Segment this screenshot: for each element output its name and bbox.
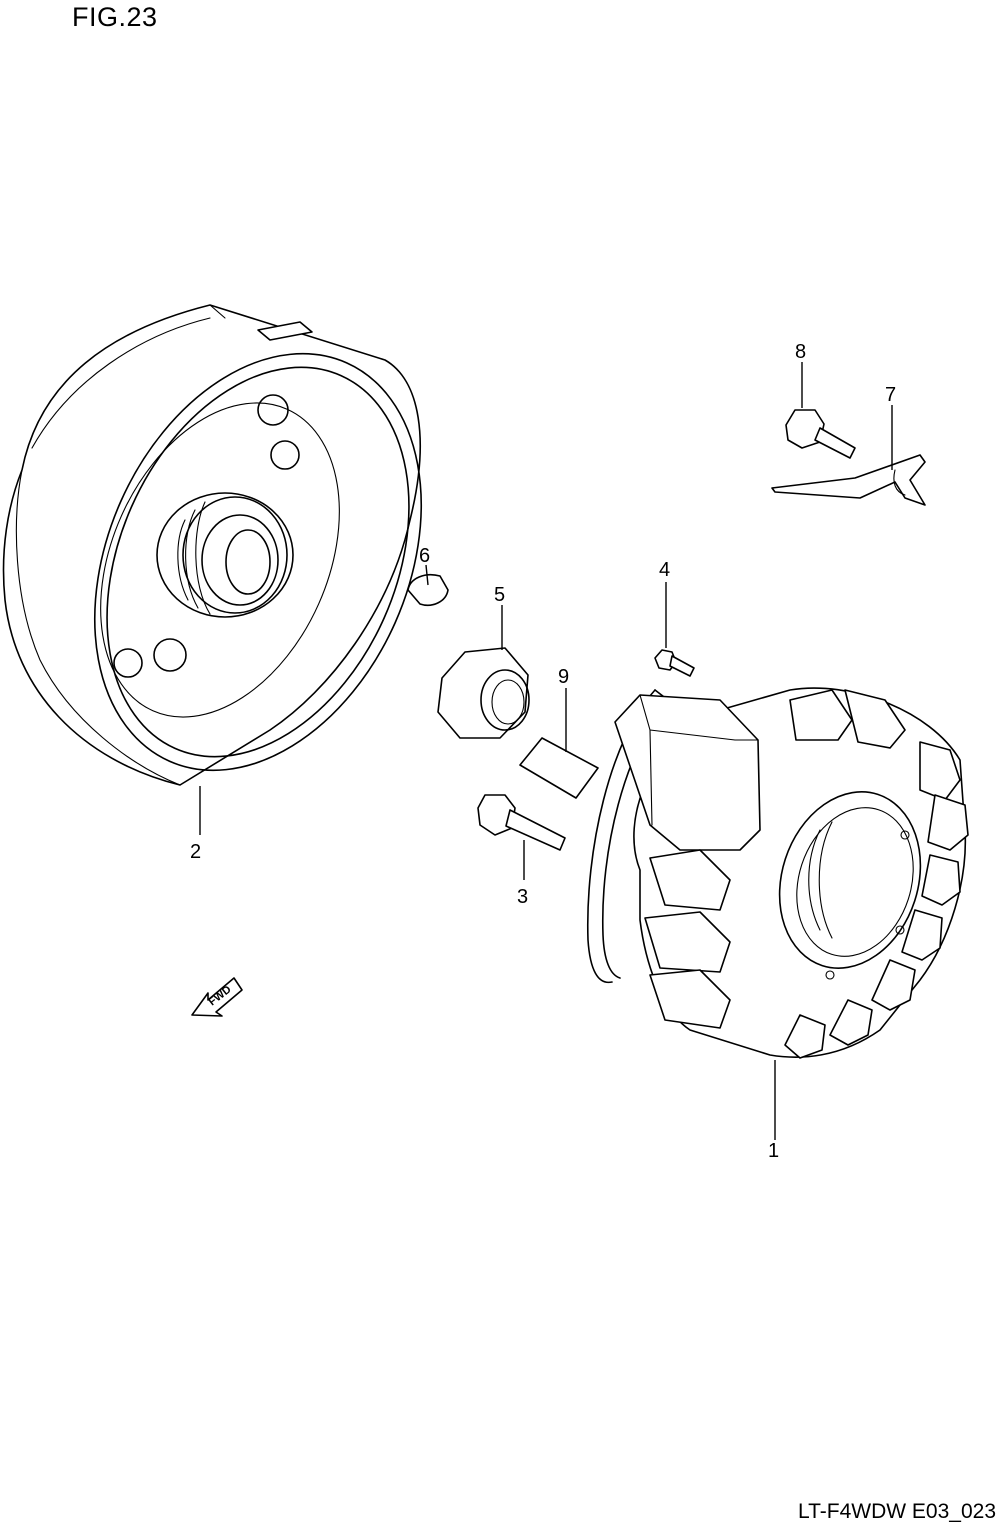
sealant-part xyxy=(519,737,599,799)
callout-3: 3 xyxy=(517,886,528,908)
woodruff-key-part xyxy=(407,574,449,606)
lead-wire-clamp-part xyxy=(771,454,926,506)
rotor-flywheel-part xyxy=(2,304,423,786)
callout-6: 6 xyxy=(419,545,430,567)
rotor-nut-part xyxy=(437,647,530,739)
forward-direction-arrow-icon: FWD xyxy=(191,977,243,1017)
callout-8: 8 xyxy=(795,341,806,363)
callout-7: 7 xyxy=(885,384,896,406)
callout-4: 4 xyxy=(659,559,670,581)
clamp-bolt-part xyxy=(785,409,856,459)
diagram-code: LT-F4WDW E03_023 xyxy=(797,1500,996,1523)
stator-assembly-part xyxy=(586,687,969,1059)
callout-1: 1 xyxy=(768,1140,779,1162)
callout-5: 5 xyxy=(494,584,505,606)
callout-2: 2 xyxy=(190,841,201,863)
stator-screw-part xyxy=(654,649,695,677)
callout-9: 9 xyxy=(558,666,569,688)
rotor-bolt-part xyxy=(477,794,566,851)
figure-title: FIG.23 xyxy=(72,2,158,32)
